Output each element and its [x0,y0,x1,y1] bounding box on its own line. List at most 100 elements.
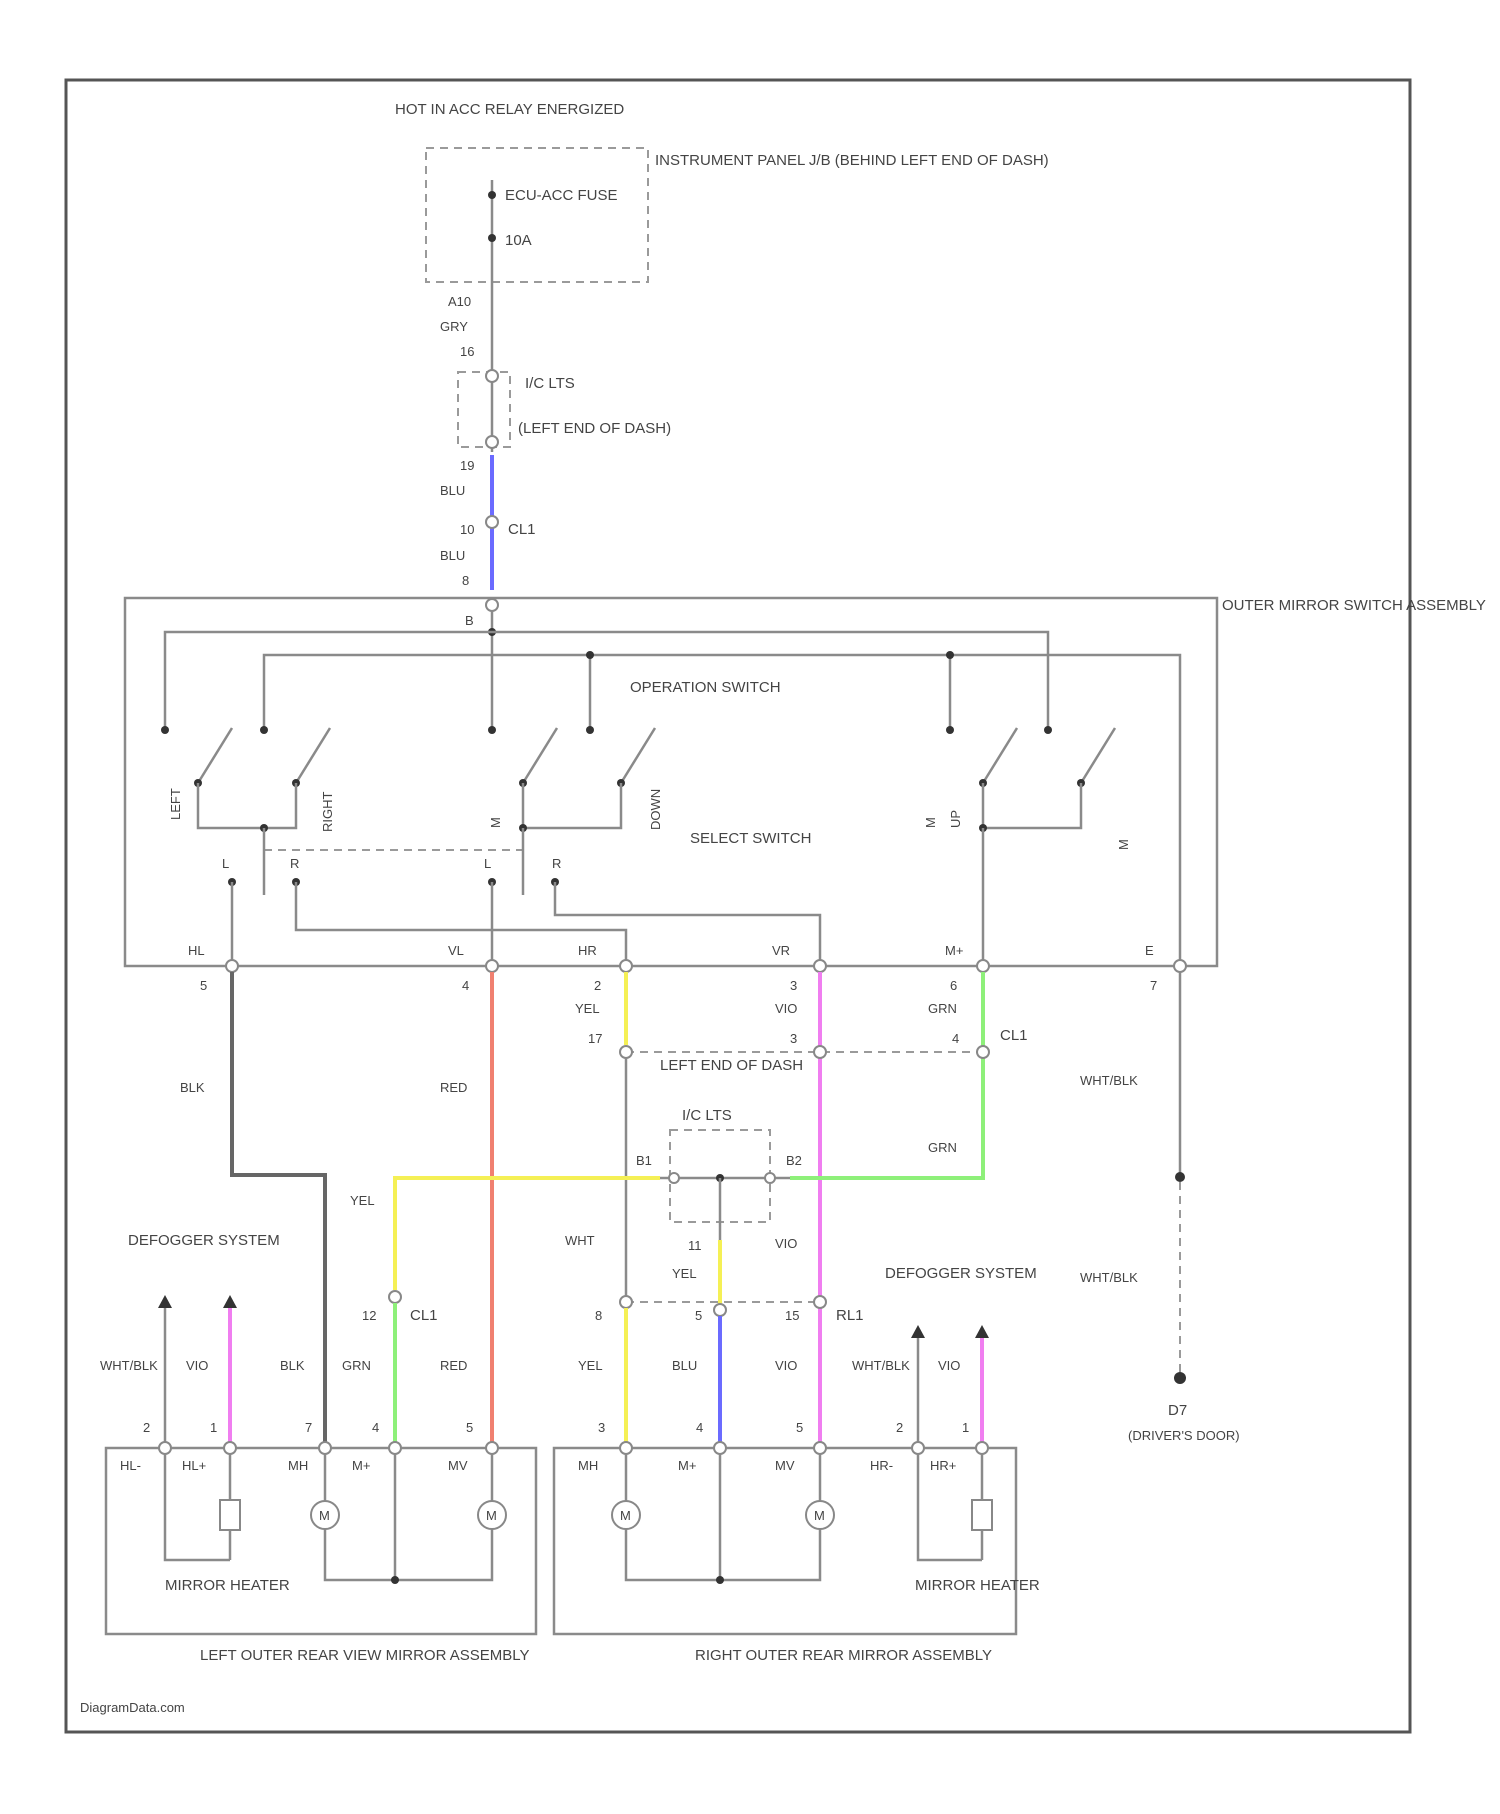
left-right-link [198,783,296,828]
right-common-node [716,1576,724,1584]
left-heater-label: MIRROR HEATER [165,1577,290,1594]
cl1-pin-3 [814,1046,826,1058]
pin-8: 8 [462,573,469,588]
cl1-pin-17 [620,1046,632,1058]
select-l2-label: L [484,856,491,871]
left-pin-4: 4 [372,1420,379,1435]
pin-10: 10 [460,522,474,537]
switch-input-pin [486,599,498,611]
switch-pin-b: B [465,613,474,628]
up-down-link [523,783,621,828]
connector-pin-bottom [486,436,498,448]
label-down: DOWN [648,789,663,830]
label-left: LEFT [168,788,183,820]
right-defogger-arrow-1 [911,1325,925,1338]
bus-node-2 [586,651,594,659]
right-wire-2: BLU [672,1358,697,1373]
right-pin-5: 1 [962,1420,969,1435]
wire-gry: GRY [440,319,468,334]
right-wire-4: WHT/BLK [852,1358,910,1373]
bus-inner [264,655,1180,966]
left-pin-3: 7 [305,1420,312,1435]
pin-vr: 3 [790,978,797,993]
ground-point-label: D7 [1168,1402,1187,1419]
right-motor-v-letter: M [814,1508,825,1523]
cl1-pin-4 [977,1046,989,1058]
ic-lts-label: I/C LTS [525,375,575,392]
ground-point [1174,1372,1186,1384]
pin-e: 7 [1150,978,1157,993]
wire-grn-label-2: GRN [928,1140,957,1155]
term-vr: VR [772,943,790,958]
wire-yel-label: YEL [575,1001,600,1016]
cl1-pin-12 [389,1291,401,1303]
right-wire-1: YEL [578,1358,603,1373]
junction-b2-label: B2 [786,1153,802,1168]
right-term-mplus: M+ [678,1458,696,1473]
junction-pin-b2 [765,1173,775,1183]
pin-vl: 4 [462,978,469,993]
left-term-mv: MV [448,1458,468,1473]
wire-wht-label: WHT [565,1233,595,1248]
right-pin-4: 2 [896,1420,903,1435]
ic-lts-location: (LEFT END OF DASH) [518,420,671,437]
fuse-location: INSTRUMENT PANEL J/B (BEHIND LEFT END OF… [655,152,1049,169]
cl1-pin [486,516,498,528]
bus-node-3 [946,651,954,659]
label-m-2: M [923,817,938,828]
wire-yel-mid-label: YEL [672,1266,697,1281]
left-mirror-name: LEFT OUTER REAR VIEW MIRROR ASSEMBLY [200,1647,530,1664]
wire-yel-left-label: YEL [350,1193,375,1208]
junction-pin-b1 [669,1173,679,1183]
left-common-node [391,1576,399,1584]
fuse-terminal-top [488,191,496,199]
rl1-pin-15 [814,1296,826,1308]
rl1-pin-15-label: 15 [785,1308,799,1323]
left-pin-1: 2 [143,1420,150,1435]
right-mirror-name: RIGHT OUTER REAR MIRROR ASSEMBLY [695,1647,992,1664]
wire-blu-2: BLU [440,548,465,563]
right-defogger-arrow-2 [975,1325,989,1338]
wire-wht-blk-upper: WHT/BLK [1080,1073,1138,1088]
left-motor-h-letter: M [319,1508,330,1523]
left-defogger-arrow-1 [158,1295,172,1308]
ground-splice [1175,1172,1185,1182]
rl1-pin-5 [714,1304,726,1316]
right-heater-label: MIRROR HEATER [915,1577,1040,1594]
right-motor-h-letter: M [620,1508,631,1523]
cl1-label-top: CL1 [508,521,536,538]
rl1-pin-5-label: 5 [695,1308,702,1323]
pin-hl: 5 [200,978,207,993]
operation-switch-label: OPERATION SWITCH [630,679,781,696]
pin-mplus: 6 [950,978,957,993]
left-term-mh: MH [288,1458,308,1473]
junction-b1-label: B1 [636,1153,652,1168]
wire-red-label: RED [440,1080,467,1095]
term-e: E [1145,943,1154,958]
left-term-mplus: M+ [352,1458,370,1473]
wire-grn-label: GRN [928,1001,957,1016]
right-wire-3: VIO [775,1358,797,1373]
left-term-hlplus: HL+ [182,1458,206,1473]
switch-assembly-name: OUTER MIRROR SWITCH ASSEMBLY [1222,597,1486,614]
term-mplus: M+ [945,943,963,958]
fuse-terminal-bottom [488,234,496,242]
ic-lts-dashed-box [458,372,510,447]
select-l-label: L [222,856,229,871]
fuse-name: ECU-ACC FUSE [505,187,618,204]
right-pin-3: 5 [796,1420,803,1435]
left-mirror-box [106,1448,536,1634]
pin-16: 16 [460,344,474,359]
ground-location: (DRIVER'S DOOR) [1128,1428,1240,1443]
watermark: DiagramData.com [80,1700,185,1715]
rl1-pin-8 [620,1296,632,1308]
select-switch-label: SELECT SWITCH [690,830,811,847]
label-up: UP [948,810,963,828]
wire-blu-1: BLU [440,483,465,498]
cl1-label-mid: CL1 [1000,1027,1028,1044]
term-hr: HR [578,943,597,958]
select-r-label: R [290,856,299,871]
left-motor-v-letter: M [486,1508,497,1523]
connector-pin-top [486,370,498,382]
